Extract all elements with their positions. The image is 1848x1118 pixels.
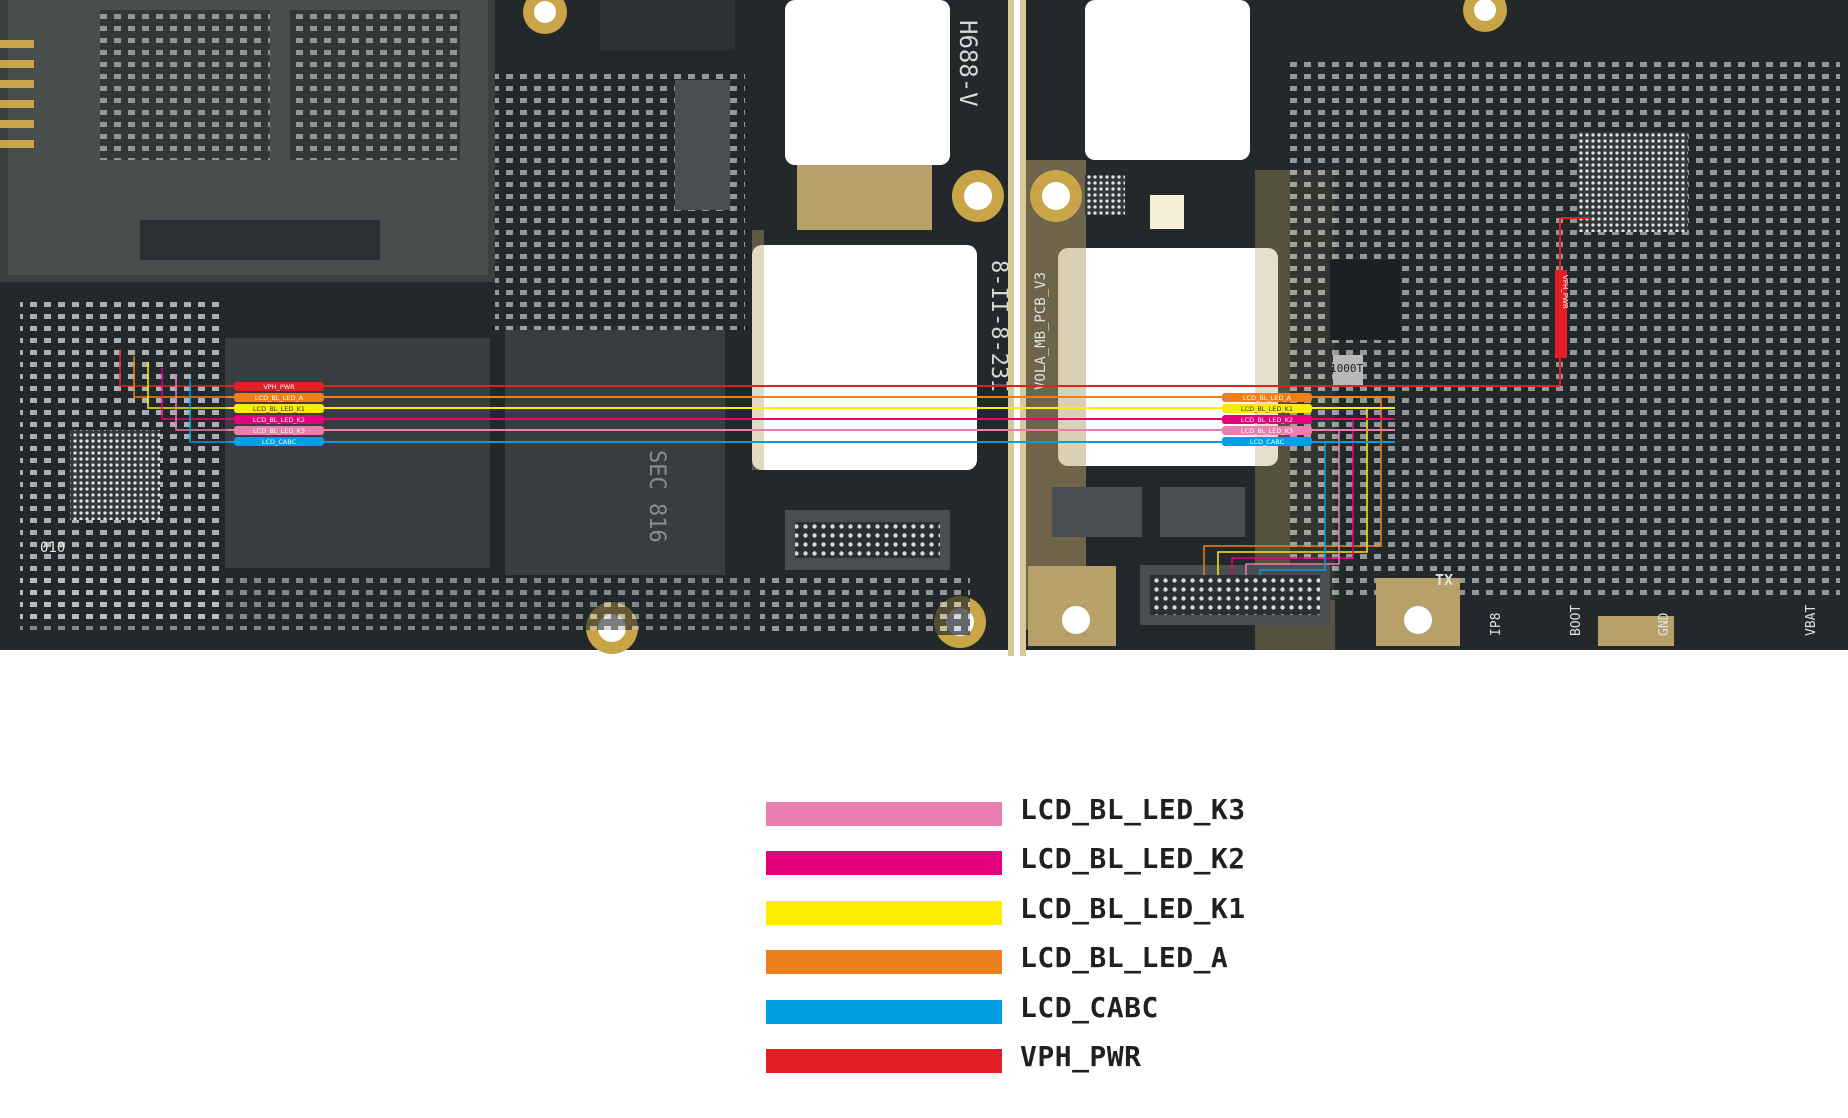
pcb-board-photo: SEC 816 (0, 0, 1848, 656)
connector-small-a (1052, 487, 1142, 537)
right-tag-bg-0 (1222, 393, 1312, 402)
connector-small-b (1160, 487, 1245, 537)
right-tag-label-4: LCD_CABC (1250, 438, 1285, 446)
legend-row: VPH_PWR (766, 1039, 1286, 1091)
trace-left-cabc (189, 380, 228, 443)
legend-swatch (766, 900, 1002, 925)
legend-row: LCD_BL_LED_A (766, 941, 1286, 992)
legend-swatch (766, 999, 1002, 1024)
right-tag-bg-4 (1222, 437, 1312, 446)
connector-small (675, 80, 730, 210)
right-tag-label-2: LCD_BL_LED_K2 (1241, 416, 1293, 424)
silk-tx: TX (1435, 571, 1453, 589)
trace-left-k1 (147, 362, 228, 409)
left-tag-label-4: LCD_BL_LED_K3 (253, 427, 305, 435)
legend-swatch (766, 851, 1002, 876)
trace-right-k2 (1231, 418, 1395, 575)
silk-boot: BOOT (1569, 605, 1584, 636)
right-tag-bg-1 (1222, 404, 1312, 413)
left-tag-label-3: LCD_BL_LED_K2 (253, 416, 305, 424)
trace-right-cabc (1259, 441, 1395, 575)
left-tag-bg-5 (234, 437, 324, 446)
left-tag-bg-4 (234, 426, 324, 435)
right-signal-tags: LCD_BL_LED_A LCD_BL_LED_K1LCD_BL_LED_K2LC… (1222, 393, 1312, 446)
silk-gnd: GND (1657, 612, 1672, 636)
vph-vertical-tag: VPH_PWR (1555, 270, 1569, 358)
legend-swatch (766, 1048, 1002, 1073)
right-board: VOLA_MB_PCB_V3 1000T (1026, 0, 1848, 650)
left-signal-tags: VPH_PWR LCD_BL_LED_A LCD_BL_LED_K1LCD_BL_L… (234, 382, 324, 446)
legend-row: LCD_BL_LED_K3 (766, 793, 1286, 844)
vph-vertical-tag-label: VPH_PWR (1561, 275, 1569, 309)
legend-label: LCD_BL_LED_K1 (1020, 891, 1246, 925)
legend-label: LCD_BL_LED_A (1020, 941, 1229, 975)
trace-right-k3 (1245, 429, 1395, 575)
bga-chip-left (70, 430, 160, 520)
memory-chip-left (225, 338, 490, 568)
bga-chip-right (1578, 132, 1688, 232)
legend-row: LCD_BL_LED_K2 (766, 842, 1286, 893)
legend-label: LCD_CABC (1020, 990, 1159, 1024)
trace-right-k1 (1217, 407, 1395, 575)
pcb-board-drawing: SEC 816 (0, 0, 1848, 656)
legend-row: LCD_CABC (766, 990, 1286, 1042)
left-vertical-silk: H688-V (954, 20, 982, 107)
left-tag-bg-1 (234, 393, 324, 402)
left-tag-label-2: LCD_BL_LED_K1 (253, 405, 305, 413)
left-board: SEC 816 (0, 0, 1011, 654)
sec-memory-chip (505, 325, 725, 575)
left-tag-label-1: LCD_BL_LED_A (255, 394, 304, 402)
signal-traces (119, 217, 1590, 575)
left-tag-bg-2 (234, 404, 324, 413)
center-pcb-silk: VOLA_MB_PCB_V3 (1033, 272, 1049, 390)
legend-label: VPH_PWR (1020, 1039, 1142, 1073)
trace-left-k2 (161, 368, 228, 420)
left-tag-label-5: LCD_CABC (262, 438, 297, 446)
left-tag-bg-0 (234, 382, 324, 391)
trace-left-vph (119, 350, 228, 387)
silk-010: 010 (40, 540, 65, 556)
trace-right-a (1203, 396, 1395, 575)
right-tag-label-1: LCD_BL_LED_K1 (1241, 405, 1293, 413)
legend-row: LCD_BL_LED_K1 (766, 891, 1286, 943)
silk-ip8: IP8 (1489, 613, 1504, 636)
legend-label: LCD_BL_LED_K3 (1020, 793, 1246, 826)
right-tag-label-0: LCD_BL_LED_A (1243, 394, 1292, 402)
left-tag-label-0: VPH_PWR (263, 383, 295, 391)
right-chip-label: 1000T (1330, 362, 1363, 375)
legend-label: LCD_BL_LED_K2 (1020, 842, 1246, 876)
right-tag-bg-2 (1222, 415, 1312, 424)
sec-chip-label: SEC 816 (644, 450, 669, 543)
legend-swatch (766, 802, 1002, 826)
right-tag-bg-3 (1222, 426, 1312, 435)
legend-swatch (766, 950, 1002, 975)
left-pcb-silk: 8-II-8-23I (986, 260, 1011, 392)
trace-left-k3 (175, 374, 228, 431)
silk-vbat: VBAT (1804, 605, 1819, 636)
left-tag-bg-3 (234, 415, 324, 424)
trace-left-a (133, 356, 228, 398)
right-tag-label-3: LCD_BL_LED_K3 (1241, 427, 1293, 435)
